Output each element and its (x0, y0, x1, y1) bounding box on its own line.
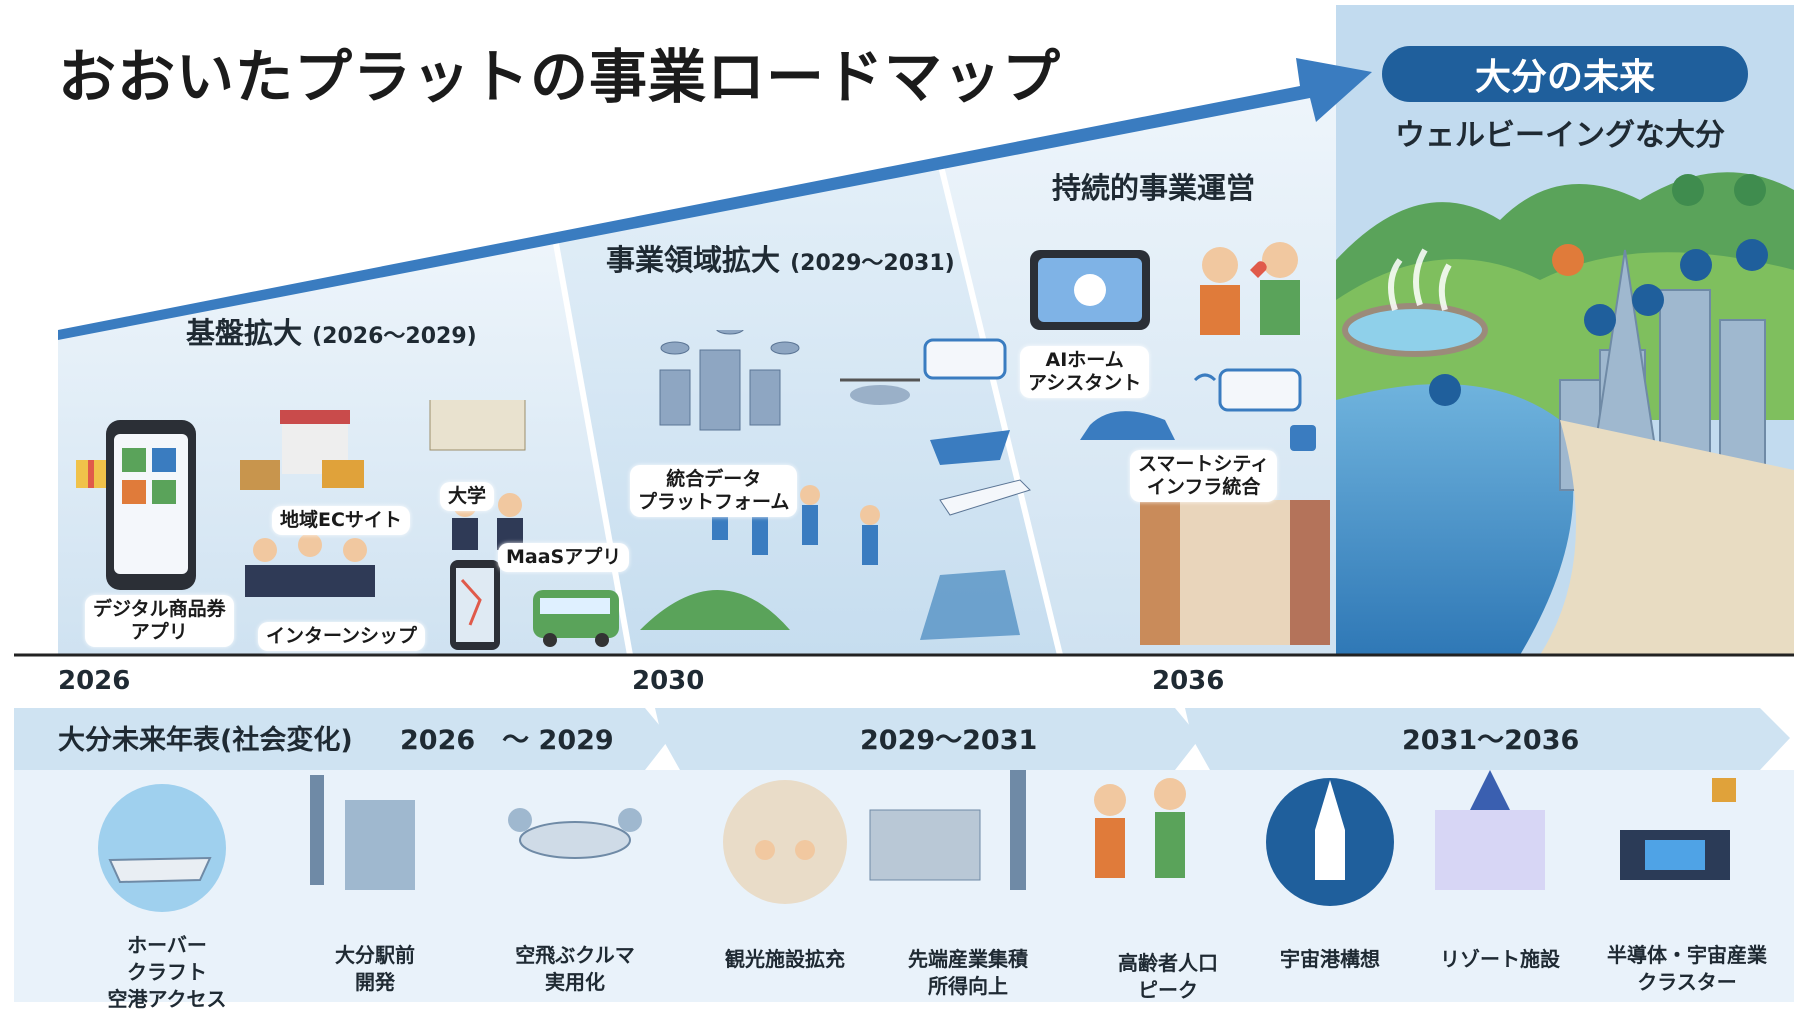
tag-data-platform: 統合データ プラットフォーム (630, 465, 798, 517)
tourism-icon (723, 780, 847, 904)
factory-icon (869, 770, 1026, 890)
bus-icon (533, 590, 619, 647)
phase1-title: 基盤拡大 (2026〜2029) (186, 316, 477, 350)
tag-maas-app: MaaSアプリ (498, 543, 630, 572)
ai-icon (1030, 250, 1150, 330)
future-icons (1429, 174, 1768, 406)
page-title: おおいたプラットの事業ロードマップ (58, 43, 1062, 111)
band-segment-2: 2029〜2031 (860, 725, 1038, 756)
tag-local-ec: 地域ECサイト (272, 506, 410, 535)
band-left-label: 大分未来年表(社会変化) (58, 725, 353, 756)
event-advanced-industry: 先端産業集積 所得向上 (908, 947, 1028, 998)
phase2-title: 事業領域拡大 (2029〜2031) (606, 243, 955, 277)
band-segment-1: 2026 〜 2029 (400, 725, 614, 756)
bus-icon (1584, 304, 1616, 336)
tower-icon (310, 775, 415, 890)
interns-icon (245, 533, 375, 597)
event-tourism: 観光施設拡充 (725, 947, 845, 971)
event-semiconductor-cluster: 半導体・宇宙産業 クラスター (1607, 943, 1767, 994)
flying-car-icon (508, 808, 642, 859)
shop-icon (240, 410, 364, 490)
year-2026: 2026 (58, 666, 131, 696)
tag-digital-voucher: デジタル商品券 アプリ (85, 595, 234, 647)
future-pill: 大分の未来 (1382, 46, 1748, 102)
car-icon (1080, 411, 1175, 440)
elderly-couple (1200, 242, 1300, 335)
mountain-icon (1672, 174, 1766, 206)
heart-icon (1250, 261, 1267, 278)
chip-icon (1620, 778, 1736, 880)
castle-icon (1435, 770, 1545, 890)
smartphone-icon (106, 420, 196, 590)
tag-university: 大学 (440, 482, 495, 511)
band-segment-3: 2031〜2036 (1402, 725, 1580, 756)
school-icon (429, 400, 526, 451)
tag-ai-home: AIホーム アシスタント (1020, 346, 1150, 398)
phase3-title: 持続的事業運営 (1052, 171, 1256, 205)
factory-icon (1429, 374, 1461, 406)
hovercraft-icon (98, 784, 226, 912)
tag-smart-city: スマートシティ インフラ統合 (1130, 450, 1278, 502)
gift-icon (76, 460, 106, 488)
growth-arrow (58, 58, 1372, 340)
event-station-development: 大分駅前 開発 (335, 943, 415, 994)
bus-icon (923, 338, 1007, 380)
event-flying-car: 空飛ぶクルマ 実用化 (515, 943, 635, 994)
drone-icon (840, 378, 920, 405)
map-icon (450, 560, 500, 650)
future-subtitle: ウェルビーイングな大分 (1395, 118, 1725, 153)
event-hovercraft: ホーバー クラフト 空港アクセス (107, 933, 227, 1011)
band-seg2 (655, 708, 1200, 770)
bus-icon (1218, 368, 1302, 412)
database-icon (659, 330, 800, 431)
phase1-illustrations (76, 400, 619, 650)
band-seg3 (1185, 708, 1790, 770)
year-2030: 2030 (632, 666, 705, 696)
chip-icon (1290, 425, 1316, 451)
band-seg1 (14, 708, 670, 770)
onsen-icon (1552, 244, 1584, 276)
airplane-icon (939, 479, 1031, 516)
phase2-panel (555, 162, 1060, 655)
year-2036: 2036 (1152, 666, 1225, 696)
chip-icon (1680, 249, 1712, 281)
event-icons (98, 770, 1736, 912)
tag-internship: インターンシップ (258, 622, 426, 651)
phase3-illustrations (1030, 242, 1330, 645)
elderly-icon (1094, 778, 1186, 878)
rocket-icon (1266, 778, 1394, 906)
car-icon (1632, 284, 1664, 316)
ship-icon (920, 430, 1020, 640)
wifi-icon (1193, 373, 1217, 382)
event-elderly-peak: 高齢者人口 ピーク (1118, 951, 1218, 1002)
wifi-icon (1736, 239, 1768, 271)
event-spaceport: 宇宙港構想 (1280, 947, 1380, 971)
event-resort: リゾート施設 (1440, 947, 1560, 971)
